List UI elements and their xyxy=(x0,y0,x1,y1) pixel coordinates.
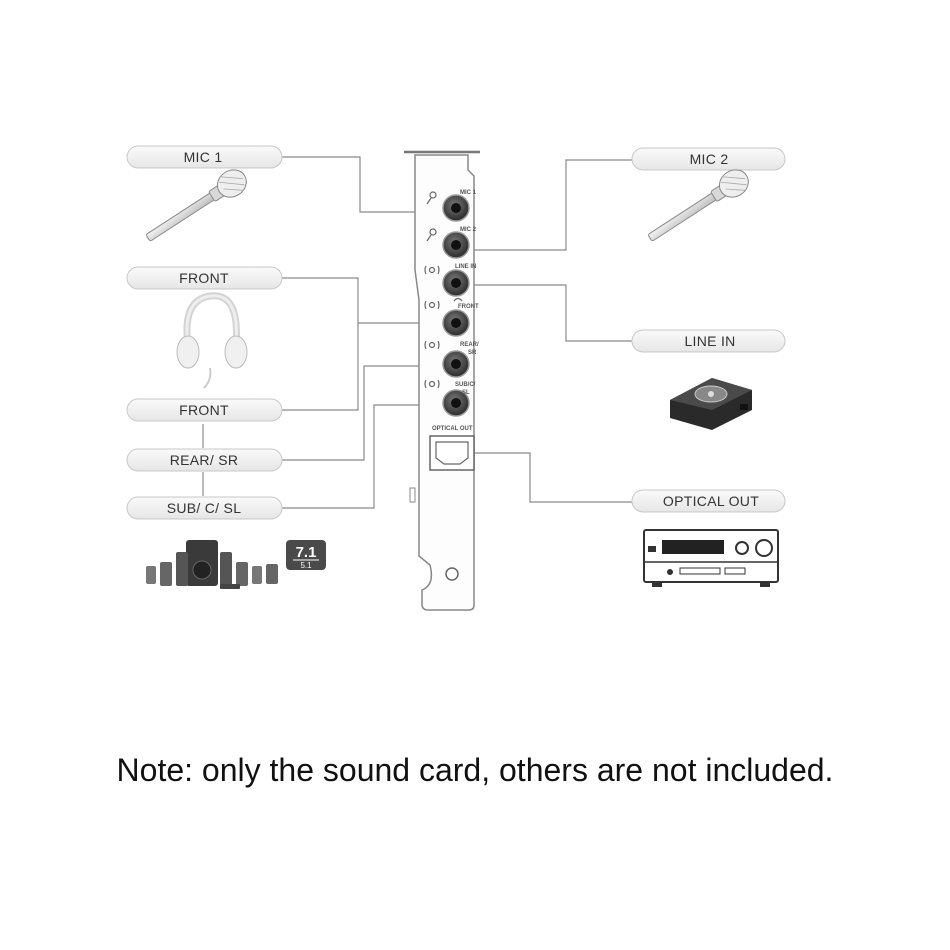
headphone-port-icon xyxy=(453,297,463,302)
bracket-screw-hole xyxy=(445,567,459,581)
jack-mic1 xyxy=(442,194,470,222)
line-front-top xyxy=(282,277,442,324)
pill-line-in: LINE IN xyxy=(631,329,786,353)
microphone-icon xyxy=(146,169,247,242)
badge-main-text: 7.1 xyxy=(296,544,317,561)
channel-badge: 7.1 5.1 xyxy=(286,540,326,570)
connector-lines xyxy=(202,156,632,509)
pci-bracket xyxy=(404,150,480,611)
rear-port-icon xyxy=(424,340,440,350)
av-receiver-icon xyxy=(643,529,779,587)
line-line-in xyxy=(460,284,632,342)
bracket-label-line-in: LINE IN xyxy=(455,264,476,270)
pill-optical-out: OPTICAL OUT xyxy=(631,489,786,513)
label-mic1: MIC 1 xyxy=(184,149,223,165)
headphones-icon xyxy=(176,292,248,389)
line-sub xyxy=(282,404,442,509)
label-optical-out: OPTICAL OUT xyxy=(663,493,759,509)
media-player-icon xyxy=(670,378,752,430)
speaker-system-icon xyxy=(146,540,278,589)
mic-port-icon xyxy=(426,191,437,205)
bracket-label-rear: REAR/ xyxy=(460,342,479,348)
jack-front xyxy=(442,309,470,337)
port-icons xyxy=(424,191,463,389)
pill-rear-sr: REAR/ SR xyxy=(126,448,283,472)
mic-port-icon-2 xyxy=(426,228,437,242)
bracket-label-rear-2: SR xyxy=(468,350,477,356)
line-mic2 xyxy=(460,159,632,251)
label-line-in: LINE IN xyxy=(684,333,735,349)
label-pills: MIC 1 MIC 2 FRONT LINE IN FRONT REAR/ SR… xyxy=(126,145,786,520)
pill-mic2: MIC 2 xyxy=(631,147,786,171)
jack-mic2 xyxy=(442,231,470,259)
badge-sub-text: 5.1 xyxy=(300,561,312,570)
bracket-label-sub: SUB/C/ xyxy=(455,382,476,388)
bracket-label-front: FRONT xyxy=(458,304,479,310)
bracket-label-mic2: MIC 2 xyxy=(460,227,477,233)
microphone-icon xyxy=(648,169,749,242)
label-rear-sr: REAR/ SR xyxy=(170,452,239,468)
bracket-label-sub-2: SL xyxy=(462,390,470,396)
optical-port xyxy=(429,435,475,471)
bracket-label-mic1: MIC 1 xyxy=(460,190,477,196)
line-in-port-icon xyxy=(424,265,440,275)
audio-jacks xyxy=(429,194,475,471)
line-optical xyxy=(474,452,632,503)
pill-mic1: MIC 1 xyxy=(126,145,283,169)
line-mic1 xyxy=(282,156,442,213)
line-front xyxy=(282,323,359,411)
note-text: Note: only the sound card, others are no… xyxy=(116,752,834,788)
pill-front: FRONT xyxy=(126,398,283,422)
label-sub-c-sl: SUB/ C/ SL xyxy=(167,500,242,516)
front-port-icon xyxy=(424,300,440,310)
label-mic2: MIC 2 xyxy=(690,151,729,167)
jack-sub-c-sl xyxy=(442,389,470,417)
bracket-labels: MIC 1 MIC 2 LINE IN FRONT REAR/ SR SUB/C… xyxy=(432,190,479,432)
jack-line-in xyxy=(442,269,470,297)
line-rear-sr xyxy=(282,365,442,461)
label-front: FRONT xyxy=(179,402,229,418)
pill-front-top: FRONT xyxy=(126,266,283,290)
jack-rear-sr xyxy=(442,350,470,378)
pill-sub-c-sl: SUB/ C/ SL xyxy=(126,496,283,520)
sub-port-icon xyxy=(424,379,440,389)
label-front-top: FRONT xyxy=(179,270,229,286)
bracket-label-optical: OPTICAL OUT xyxy=(432,426,473,432)
